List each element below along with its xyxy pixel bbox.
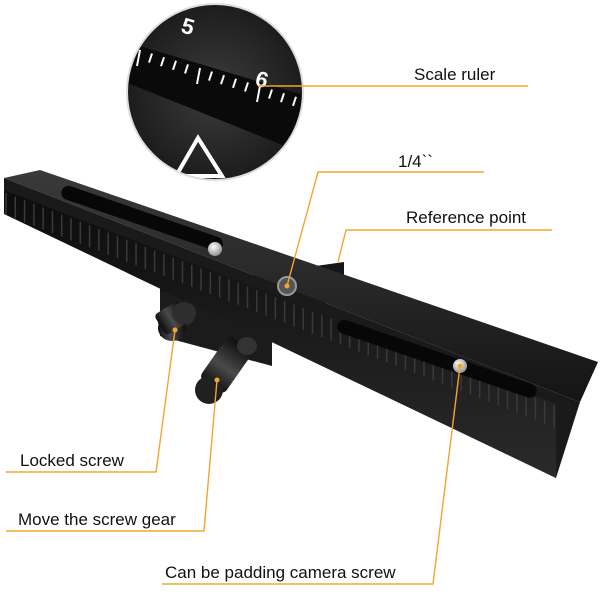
- ruler-tick: [220, 74, 225, 85]
- upper-plate: [4, 170, 598, 478]
- label-move-screw-gear: Move the screw gear: [18, 510, 176, 529]
- ruler-tick: [317, 104, 320, 120]
- leader-move-screw-gear: [6, 379, 218, 532]
- leader-locked-screw: [6, 329, 176, 473]
- ruler-tick: [292, 96, 297, 107]
- ruler-ticks: [136, 49, 320, 120]
- label-scale-ruler: Scale ruler: [414, 65, 496, 84]
- ruler-tick: [184, 64, 189, 74]
- ruler-tick: [160, 56, 165, 67]
- ruler-tick: [172, 60, 177, 71]
- label-locked-screw: Locked screw: [20, 451, 124, 470]
- leader-quarter-inch: [286, 171, 484, 287]
- label-padding-camera-screw: Can be padding camera screw: [165, 563, 396, 582]
- ruler-tick: [196, 67, 201, 85]
- ruler-tick: [280, 92, 285, 103]
- ruler-tick: [148, 53, 153, 63]
- callout-leaders: [6, 85, 552, 585]
- label-reference-point: Reference point: [406, 208, 527, 227]
- label-quarter-inch: 1/4``: [398, 152, 433, 171]
- ruler-tick: [232, 78, 237, 89]
- ruler-tick: [268, 89, 273, 99]
- move-screw-gear-knob: [195, 337, 257, 404]
- scale-zoom-inset: 5 6: [126, 3, 320, 181]
- slot-screw-left: [208, 242, 222, 256]
- ruler-tick: [244, 82, 249, 92]
- right-slot: [337, 319, 537, 398]
- locked-screw-knob: [155, 301, 196, 341]
- reference-triangle: [172, 134, 226, 178]
- ruler-tick: [136, 49, 141, 67]
- leader-reference-point: [337, 229, 552, 263]
- ruler-tick: [208, 71, 213, 81]
- ruler-tick: [256, 85, 261, 103]
- left-slot: [61, 185, 223, 251]
- ruler-tick: [305, 100, 308, 109]
- leader-padding-camera-screw: [162, 365, 461, 585]
- callout-dots: [172, 283, 463, 383]
